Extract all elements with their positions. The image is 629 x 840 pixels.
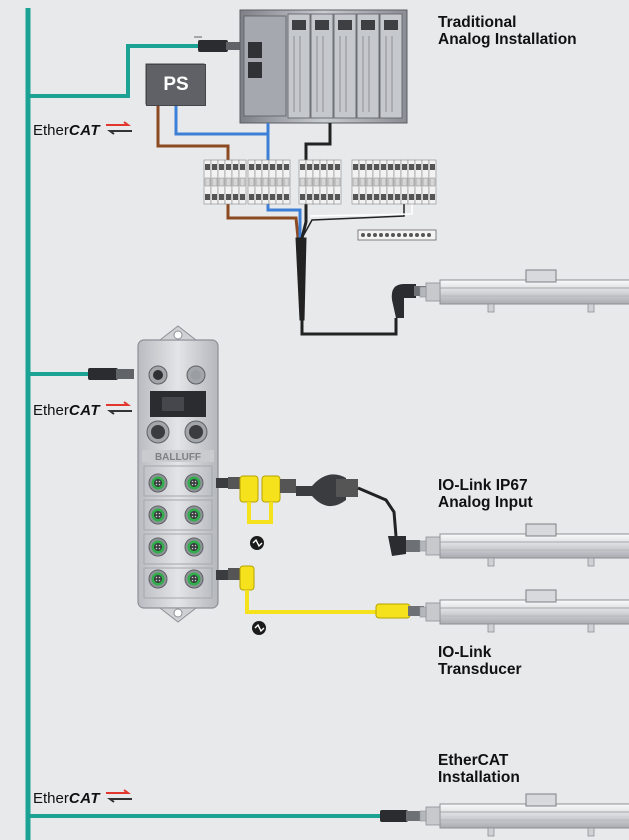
label-iolink-ip67-line1: IO-Link IP67 bbox=[438, 477, 528, 494]
transducer-analog bbox=[419, 269, 629, 313]
ethercat-logo-prefix: Ether bbox=[33, 122, 69, 139]
iolink-cable bbox=[228, 565, 424, 619]
ethercat-arrows-icon bbox=[106, 121, 132, 135]
label-ethercat-installation-line2: Installation bbox=[438, 769, 520, 786]
analog-input-converter bbox=[296, 474, 358, 507]
ethercat-logo: EtherCAT bbox=[33, 401, 132, 419]
label-ethercat-installation: EtherCAT Installation bbox=[438, 752, 520, 786]
analog-input-cable bbox=[357, 486, 420, 556]
plc-connector bbox=[194, 36, 240, 52]
hub-brand-label: BALLUFF bbox=[155, 452, 201, 463]
transducer-ethercat bbox=[419, 793, 629, 837]
field-wiring bbox=[156, 104, 413, 336]
io-link-symbol-icon bbox=[250, 536, 264, 550]
terminal-strip bbox=[203, 159, 437, 205]
ethercat-bus bbox=[25, 8, 380, 840]
ethercat-arrows-icon bbox=[106, 401, 132, 415]
label-iolink-ip67-line2: Analog Input bbox=[438, 494, 533, 511]
ethercat-logo-suffix: CAT bbox=[68, 402, 101, 419]
label-ethercat-installation-line1: EtherCAT bbox=[438, 752, 509, 769]
io-link-hub bbox=[137, 325, 228, 623]
label-traditional-line2: Analog Installation bbox=[438, 31, 577, 48]
ethercat-logo-prefix: Ether bbox=[33, 402, 69, 419]
label-iolink-ip67: IO-Link IP67 Analog Input bbox=[438, 477, 533, 511]
hub-bus-connector bbox=[88, 368, 134, 380]
label-iolink-transducer: IO-Link Transducer bbox=[438, 644, 522, 678]
power-supply-label: PS bbox=[146, 64, 206, 106]
ethercat-logo-prefix: Ether bbox=[33, 790, 69, 807]
ethercat-connector bbox=[380, 810, 422, 822]
label-traditional: Traditional Analog Installation bbox=[438, 14, 577, 48]
label-iolink-transducer-line1: IO-Link bbox=[438, 644, 492, 661]
transducer-iolink-analog bbox=[419, 523, 629, 567]
yellow-y-adapter bbox=[228, 475, 296, 524]
ethercat-logo-suffix: CAT bbox=[68, 790, 101, 807]
label-iolink-transducer-line2: Transducer bbox=[438, 661, 522, 678]
ethercat-logo: EtherCAT bbox=[33, 789, 132, 807]
bus-bar bbox=[357, 229, 437, 241]
ethercat-logo-suffix: CAT bbox=[68, 122, 101, 139]
transducer-iolink bbox=[419, 589, 629, 633]
plc-rack bbox=[239, 9, 408, 124]
ethercat-arrows-icon bbox=[106, 789, 132, 803]
ethercat-logo: EtherCAT bbox=[33, 121, 132, 139]
io-link-symbol-icon bbox=[252, 621, 266, 635]
label-traditional-line1: Traditional bbox=[438, 14, 517, 31]
